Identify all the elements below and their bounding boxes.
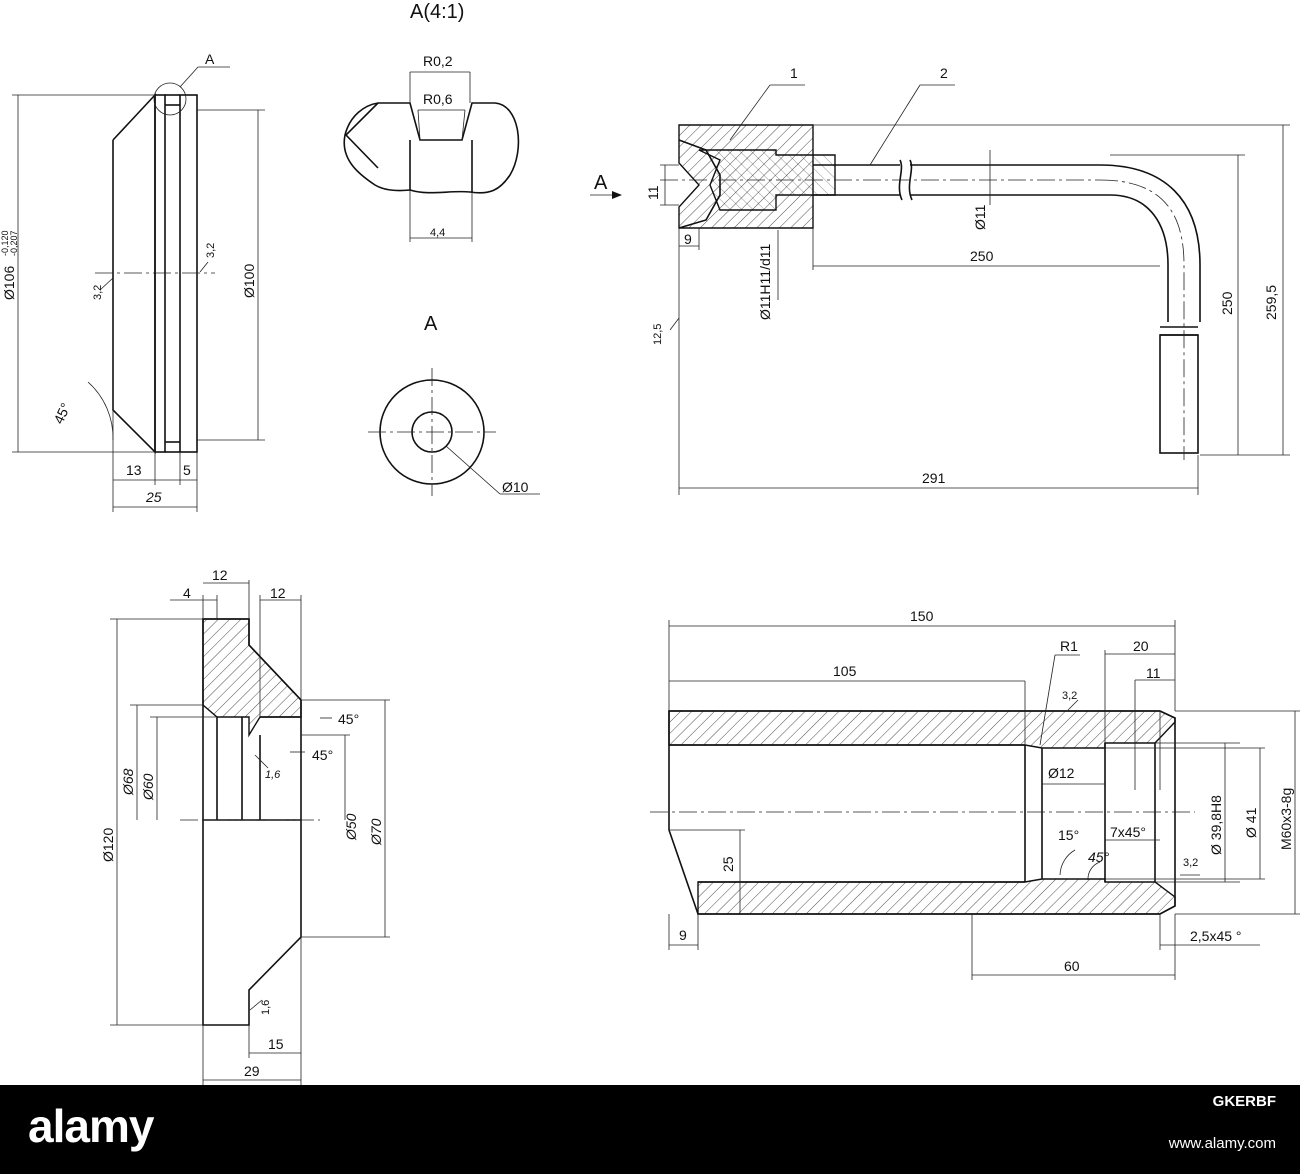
sleeve-angle-45: 45° (1088, 849, 1110, 865)
disc-rough-left: 3,2 (92, 285, 104, 300)
sleeve-thread: M60x3-8g (1278, 788, 1294, 850)
flange-w-12b: 12 (270, 585, 286, 601)
flange-w-29: 29 (244, 1063, 260, 1079)
pin-len-250-v: 250 (1219, 291, 1235, 315)
pin-fit: Ø11H11/d11 (757, 244, 773, 320)
flange-d60: Ø60 (140, 773, 156, 801)
flange-d50: Ø50 (343, 813, 359, 841)
sleeve-len-11: 11 (1146, 665, 1161, 681)
flange-angle-a: 45° (338, 711, 359, 727)
alamy-logo: alamy (28, 1100, 154, 1152)
sleeve-rough-top: 3,2 (1062, 690, 1077, 702)
arrow-view-label: A (424, 313, 438, 335)
flange-rough-b: 1,6 (260, 1000, 272, 1015)
detail-view (343, 71, 520, 242)
disc-tol-lower: -0,207 (9, 230, 19, 256)
sleeve-d39: Ø 39,8H8 (1208, 795, 1224, 855)
sleeve-chamfer-25: 2,5x45 ° (1190, 928, 1242, 944)
arrow-view (368, 368, 540, 496)
disc-tol-upper: -0,120 (0, 230, 10, 256)
sleeve-rough-right: 3,2 (1183, 857, 1198, 869)
pin-len-250-h: 250 (970, 248, 994, 264)
pin-view (590, 84, 1290, 495)
sleeve-len-150: 150 (910, 608, 934, 624)
detail-title: A(4:1) (410, 1, 464, 23)
flange-w-12a: 12 (212, 567, 228, 583)
sleeve-len-9: 9 (679, 927, 687, 943)
detail-r-large: R0,6 (423, 91, 453, 107)
detail-width: 4,4 (430, 227, 445, 239)
detail-r-small: R0,2 (423, 53, 453, 69)
pin-callout-2: 2 (940, 65, 948, 81)
flange-rough-a: 1,6 (265, 769, 281, 781)
watermark-footer: alamy GKERBF www.alamy.com (0, 1085, 1300, 1174)
flange-view (110, 580, 390, 1085)
sleeve-len-105: 105 (833, 663, 857, 679)
arrow-view-hole-dia: Ø10 (502, 479, 529, 495)
sleeve-radius: R1 (1060, 638, 1078, 654)
flange-w-4: 4 (183, 585, 191, 601)
disc-dia-inner: Ø100 (241, 264, 257, 298)
flange-d68: Ø68 (120, 768, 136, 796)
disc-rough-right: 3,2 (205, 243, 217, 258)
flange-d120: Ø120 (100, 828, 116, 862)
sleeve-view (650, 620, 1300, 980)
disc-len-total: 25 (145, 489, 162, 505)
sleeve-len-60: 60 (1064, 958, 1080, 974)
pin-view-mark: A (594, 172, 608, 194)
sleeve-len-20: 20 (1133, 638, 1149, 654)
pin-rough: 12,5 (652, 324, 664, 345)
pin-len-9: 9 (684, 231, 692, 247)
pin-len-hole: 11 (645, 185, 661, 200)
flange-angle-b: 45° (312, 747, 333, 763)
sleeve-d41: Ø 41 (1243, 807, 1259, 838)
pin-rod-dia: Ø11 (972, 204, 988, 230)
sleeve-chamfer-7: 7x45° (1110, 824, 1146, 840)
pin-len-259: 259,5 (1263, 285, 1279, 320)
sleeve-d12: Ø12 (1048, 765, 1075, 781)
pin-callout-1: 1 (790, 65, 798, 81)
disc-len-b: 5 (183, 462, 191, 478)
disc-len-a: 13 (126, 462, 142, 478)
sleeve-angle-15: 15° (1058, 827, 1079, 843)
disc-mark: A (205, 51, 215, 67)
site-url: www.alamy.com (1168, 1135, 1276, 1152)
sleeve-len-25: 25 (720, 856, 736, 872)
image-id: GKERBF (1212, 1093, 1276, 1110)
technical-drawing: A Ø106 -0,120 -0,207 Ø100 3,2 3,2 45° 13… (0, 1, 1300, 1085)
disc-dia-outer: Ø106 (1, 266, 17, 300)
flange-w-15: 15 (268, 1036, 284, 1052)
disc-angle: 45° (50, 400, 73, 426)
flange-d70: Ø70 (368, 818, 384, 846)
pin-len-291: 291 (922, 470, 946, 486)
disc-view (12, 66, 265, 512)
